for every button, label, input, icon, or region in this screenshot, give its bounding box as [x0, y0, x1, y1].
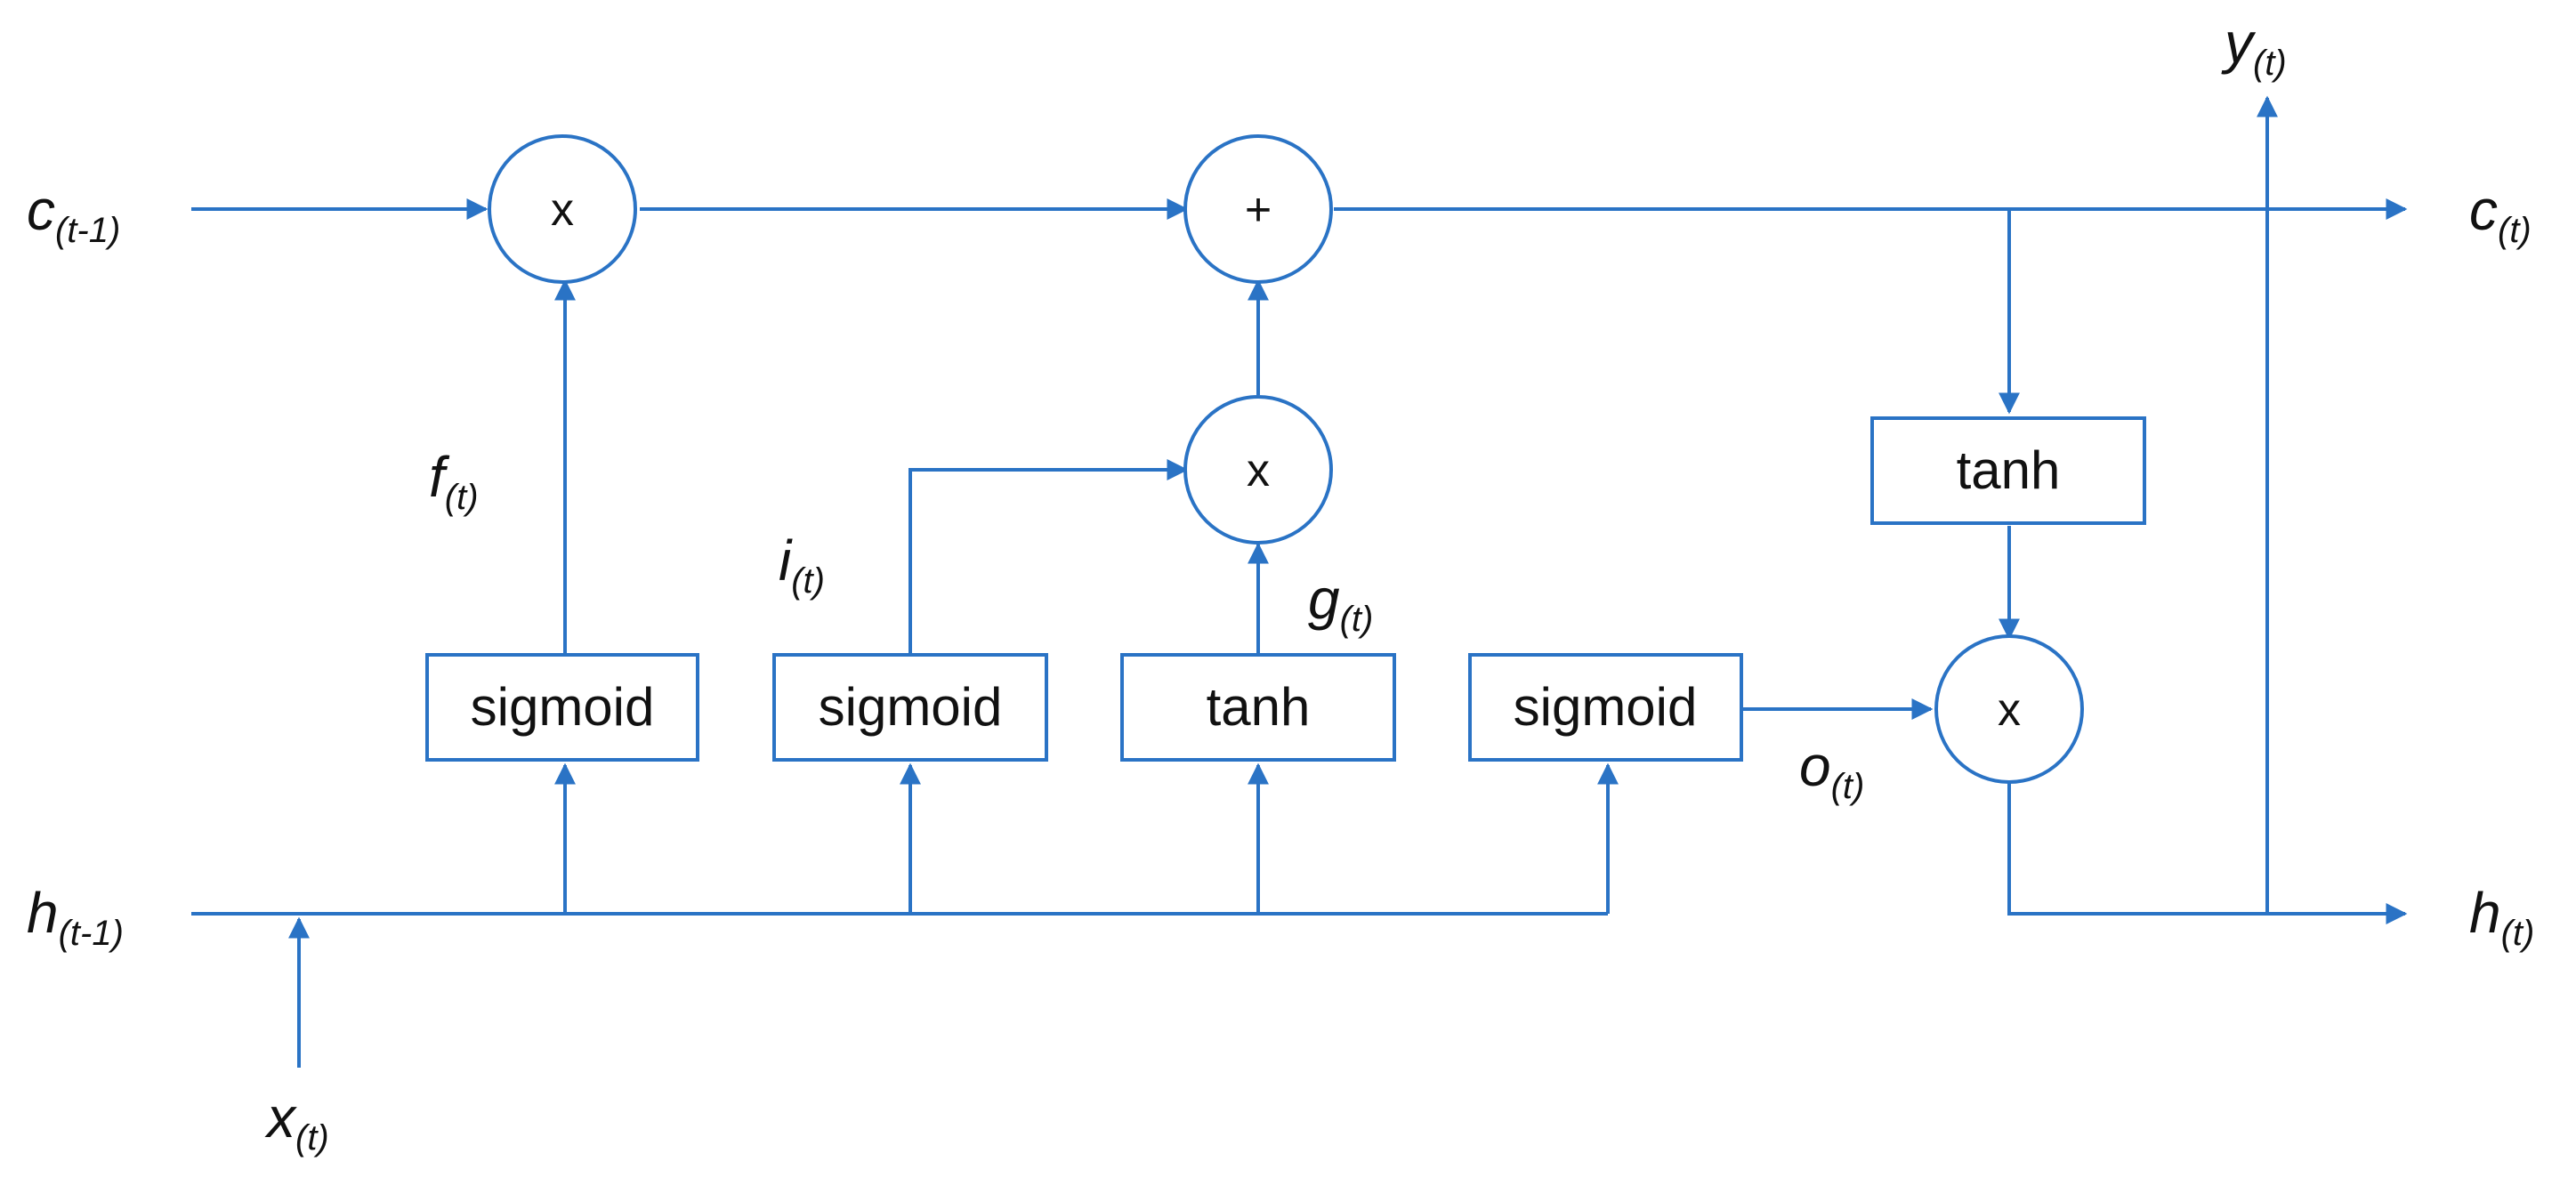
candidate-box: tanh — [1120, 653, 1396, 762]
forget-multiply-symbol: x — [551, 184, 574, 236]
h-next-label: h(t) — [2469, 881, 2534, 953]
o-gate-label: o(t) — [1799, 734, 1864, 806]
f-gate-label: f(t) — [429, 445, 479, 517]
c-next-label: c(t) — [2469, 178, 2532, 250]
h-prev-label: h(t-1) — [27, 881, 124, 953]
g-gate-label: g(t) — [1308, 567, 1373, 639]
candidate-label: tanh — [1207, 677, 1311, 737]
cell-add-node: + — [1183, 134, 1333, 284]
input-multiply-node: x — [1183, 395, 1333, 545]
input-gate-to-mult-wire — [908, 459, 1189, 655]
c-prev-label: c(t-1) — [27, 178, 120, 250]
input-gate-box: sigmoid — [772, 653, 1048, 762]
cell-tanh-label: tanh — [1957, 440, 2061, 500]
cell-add-symbol: + — [1245, 184, 1272, 236]
x-in-label: x(t) — [264, 1085, 329, 1158]
cell-tanh-box: tanh — [1870, 416, 2146, 525]
y-out-label: y(t) — [2221, 11, 2287, 83]
output-gate-label: sigmoid — [1514, 677, 1698, 737]
i-gate-label: i(t) — [779, 528, 825, 601]
output-gate-box: sigmoid — [1468, 653, 1743, 762]
output-multiply-symbol: x — [1998, 684, 2021, 736]
input-multiply-symbol: x — [1247, 445, 1270, 496]
forget-multiply-node: x — [488, 134, 637, 284]
forget-gate-label: sigmoid — [471, 677, 655, 737]
output-mult-to-h-next-wire — [2007, 782, 2408, 924]
input-gate-label: sigmoid — [819, 677, 1003, 737]
output-multiply-node: x — [1934, 634, 2084, 784]
forget-gate-box: sigmoid — [425, 653, 699, 762]
